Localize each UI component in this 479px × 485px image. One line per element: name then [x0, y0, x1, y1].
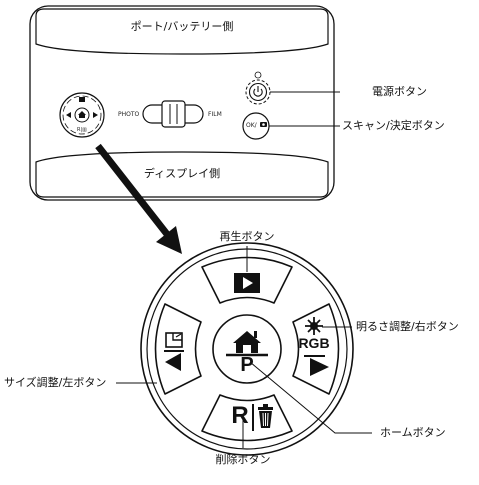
- home-callout-line: [249, 361, 372, 434]
- bottom-panel-label: ディスプレイ側: [143, 167, 221, 180]
- arrow-left-icon: [165, 353, 181, 371]
- home-icon: [233, 331, 261, 353]
- mini-left-arrow-icon: [66, 112, 71, 118]
- top-panel-label: ポート/バッテリー側: [130, 20, 234, 33]
- play-button-callout: 再生ボタン: [219, 230, 275, 243]
- zoom-arrow: [95, 143, 182, 254]
- trash-icon: [258, 404, 273, 428]
- delete-button-callout: 削除ボタン: [215, 453, 271, 466]
- sun-icon: [305, 317, 323, 335]
- mini-home-icon: [78, 111, 86, 118]
- play-icon: [234, 273, 260, 293]
- slider-photo-label: PHOTO: [118, 111, 140, 118]
- arrow-right-icon: [310, 358, 329, 376]
- power-icon: [253, 88, 263, 97]
- slider-knob[interactable]: [161, 100, 186, 128]
- mini-play-icon: [79, 97, 85, 102]
- ok-button-label: OK/: [246, 122, 257, 129]
- top-panel: [35, 8, 329, 55]
- photo-film-slider[interactable]: [142, 100, 204, 128]
- home-p-label: P: [240, 354, 254, 376]
- scan-button-callout: スキャン/決定ボタン: [342, 119, 445, 132]
- power-button-callout: 電源ボタン: [372, 85, 427, 98]
- mini-dpad-bottom-label: R|▥: [77, 127, 87, 133]
- mini-right-arrow-icon: [93, 112, 98, 118]
- delete-r-label: R: [231, 402, 249, 429]
- slider-film-label: FILM: [208, 111, 222, 118]
- large-dpad: [140, 242, 354, 456]
- mini-dpad[interactable]: [59, 92, 105, 138]
- size-left-button[interactable]: [154, 303, 202, 395]
- brightness-button-callout: 明るさ調整/右ボタン: [356, 320, 459, 333]
- home-button-callout: ホームボタン: [380, 426, 446, 439]
- crop-icon: [165, 332, 183, 348]
- rgb-label: RGB: [298, 335, 330, 351]
- delete-button[interactable]: [201, 394, 293, 442]
- size-button-callout: サイズ調整/左ボタン: [4, 376, 107, 389]
